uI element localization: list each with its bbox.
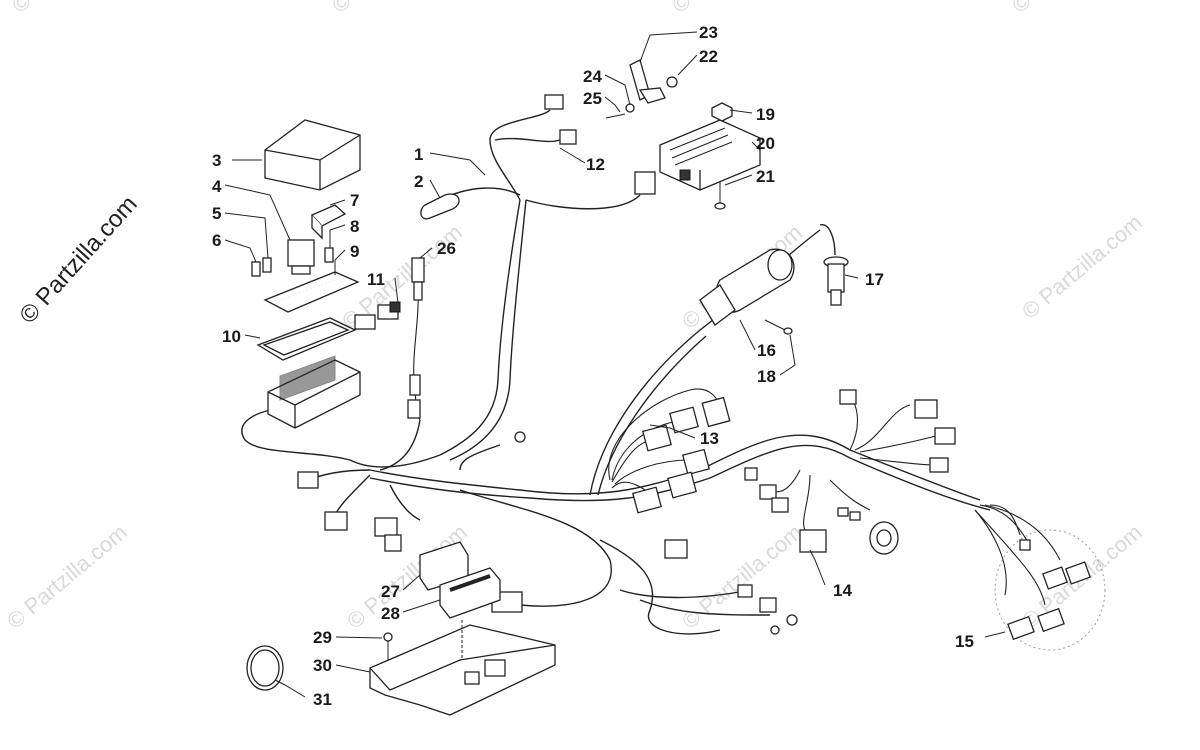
callout-22: 22 (699, 47, 718, 66)
watermark-side-main: © Partzilla.com (14, 191, 142, 329)
callout-20: 20 (756, 134, 775, 153)
callout-31: 31 (313, 690, 332, 709)
callout-28: 28 (381, 604, 400, 623)
fuse-box-base (267, 355, 361, 429)
connector-pair (354, 301, 401, 330)
callout-17: 17 (865, 270, 884, 289)
watermark-top-center-right: © Partzilla.com (667, 0, 797, 18)
callout-15: 15 (955, 632, 974, 651)
watermark-right-middle: © Partzilla.com (1017, 209, 1147, 323)
harness-connector-top (634, 171, 656, 195)
callout-2: 2 (414, 172, 423, 191)
watermark-bottom-left: © Partzilla.com (2, 519, 132, 633)
switch-connectors (744, 467, 899, 555)
callout-24: 24 (583, 67, 602, 86)
callout-13: 13 (700, 429, 719, 448)
callout-1: 1 (414, 145, 423, 164)
watermark-group: © Partzilla.com © Partzilla.com © Partzi… (2, 0, 1147, 634)
callout-9: 9 (350, 242, 359, 261)
sensor (407, 257, 425, 419)
voltage-regulator (659, 119, 761, 191)
watermark-bottom-center: © Partzilla.com (677, 519, 807, 633)
mounting-bracket (605, 59, 678, 119)
callout-29: 29 (313, 628, 332, 647)
callout-23: 23 (699, 23, 718, 42)
fuses (251, 247, 334, 277)
callout-27: 27 (381, 582, 400, 601)
right-connectors (839, 389, 956, 473)
callout-4: 4 (212, 177, 222, 196)
injector-connectors (632, 396, 731, 514)
lamp-connectors (1007, 539, 1091, 641)
ignition-coil (699, 248, 795, 335)
fuse-panel-plate (263, 271, 360, 313)
callout-3: 3 (212, 151, 221, 170)
watermark-top-center-left: © Partzilla.com (327, 0, 457, 18)
callout-26: 26 (437, 239, 456, 258)
callout-18: 18 (757, 367, 776, 386)
ecu-tray (369, 620, 556, 716)
screw-21 (714, 182, 726, 210)
callout-5: 5 (212, 204, 221, 223)
callout-8: 8 (350, 217, 359, 236)
callout-21: 21 (756, 167, 775, 186)
callout-10: 10 (222, 327, 241, 346)
fuse-box-cover (264, 119, 361, 191)
nut-19 (711, 102, 733, 122)
spark-plug-cap (823, 256, 849, 306)
ring-terminals (514, 431, 798, 635)
ecu-module (419, 541, 501, 619)
leader-lines (224, 31, 1006, 698)
strap-band (246, 645, 284, 691)
watermark-top-right: © Partzilla.com (1007, 0, 1137, 18)
connector-cluster-outline (994, 529, 1106, 651)
callout-labels: 3 4 5 6 7 8 9 10 11 26 1 2 12 13 14 15 1… (212, 23, 974, 709)
fuse-box-gasket (256, 317, 357, 361)
callout-7: 7 (350, 191, 359, 210)
small-relay (310, 204, 347, 240)
wire-clip (420, 193, 460, 220)
watermark-top-left: © Partzilla.com (7, 0, 137, 18)
callout-11: 11 (367, 270, 385, 289)
callout-30: 30 (313, 656, 332, 675)
connector-12 (544, 94, 577, 145)
callout-16: 16 (757, 341, 776, 360)
lower-left-connectors (297, 471, 777, 613)
callout-6: 6 (212, 231, 221, 250)
callout-19: 19 (756, 105, 775, 124)
relay (287, 239, 315, 275)
callout-12: 12 (586, 155, 605, 174)
callout-14: 14 (833, 581, 852, 600)
callout-25: 25 (583, 89, 602, 108)
